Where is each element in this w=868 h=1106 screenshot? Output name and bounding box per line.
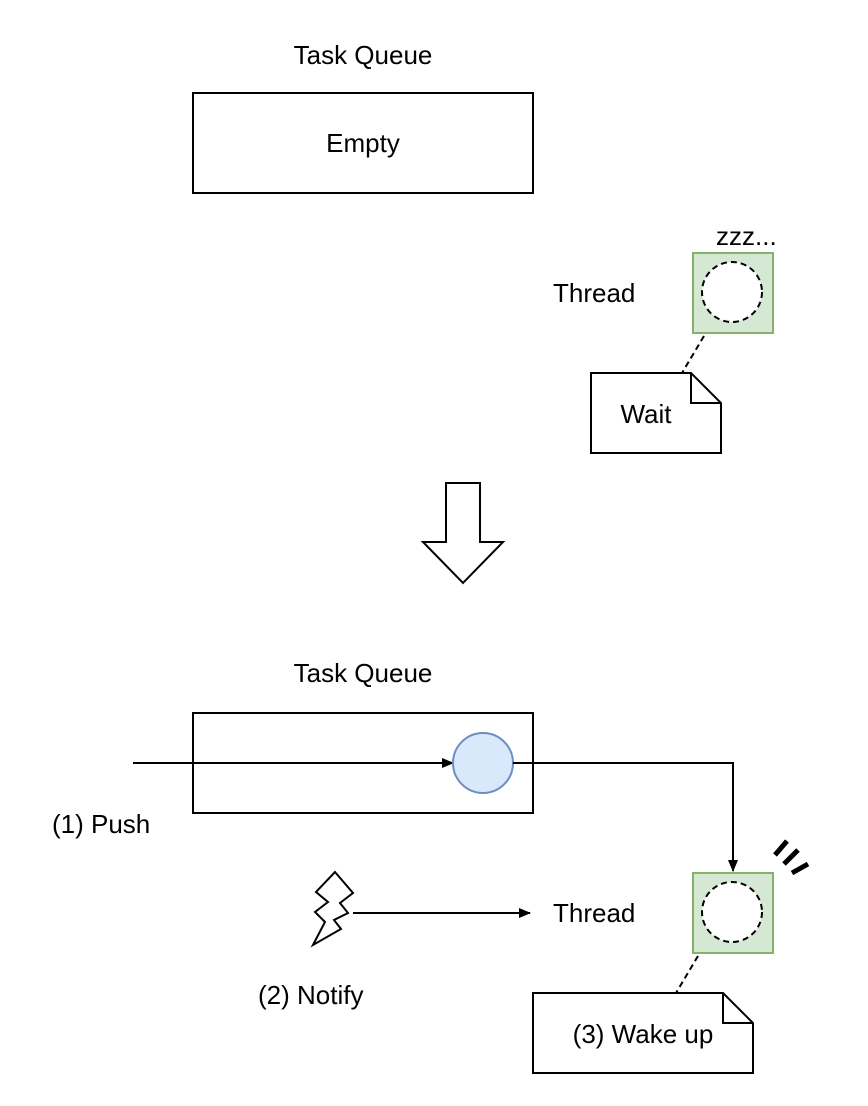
push-label: (1) Push xyxy=(52,809,150,839)
wake-up-note: (3) Wake up xyxy=(532,992,754,1074)
queue-title-before: Task Queue xyxy=(294,40,433,70)
wait-note: Wait xyxy=(590,372,722,454)
down-arrow-icon xyxy=(420,482,506,585)
note-connector-after xyxy=(675,955,699,994)
thread-idle-circle-icon xyxy=(701,261,763,323)
wait-note-label: Wait xyxy=(620,399,672,429)
task-item-circle xyxy=(452,732,514,794)
queue-title-after: Task Queue xyxy=(294,658,433,688)
lightning-icon xyxy=(310,870,355,948)
notify-label: (2) Notify xyxy=(258,980,363,1010)
thread-before xyxy=(692,252,774,334)
wake-marks-icon xyxy=(773,839,810,876)
queue-box-before xyxy=(192,92,534,194)
task-queue-empty: Empty xyxy=(192,92,534,194)
note-fold-icon xyxy=(690,373,721,404)
note-fold-icon xyxy=(722,993,753,1024)
before-state: Task Queue Empty zzz... Thread Wait xyxy=(192,40,777,454)
note-connector-before xyxy=(681,335,705,374)
thread-after xyxy=(692,872,774,954)
note-shape-before xyxy=(590,372,722,454)
sleep-text: zzz... xyxy=(716,221,777,251)
thread-label-after: Thread xyxy=(553,898,635,928)
wake-up-note-label: (3) Wake up xyxy=(573,1019,714,1049)
thread-awake-circle-icon xyxy=(701,881,763,943)
after-state: Task Queue (1) Push Thread (2) Notify xyxy=(52,658,810,1074)
thread-label-before: Thread xyxy=(553,278,635,308)
task-to-thread-arrow xyxy=(513,762,738,872)
note-shape-after xyxy=(532,992,754,1074)
queue-empty-label: Empty xyxy=(326,128,400,158)
